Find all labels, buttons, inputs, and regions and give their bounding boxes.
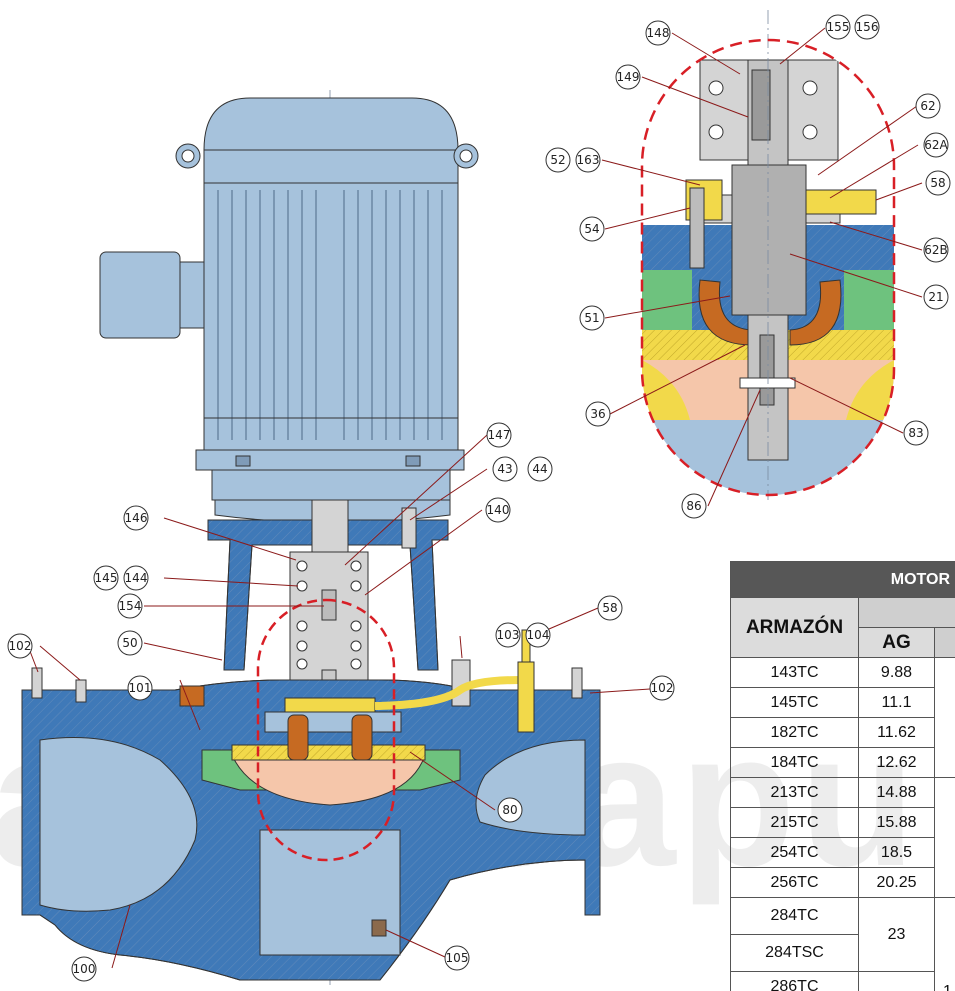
svg-text:104: 104	[527, 628, 550, 642]
svg-text:100: 100	[73, 962, 96, 976]
callout-102-right: 102	[649, 675, 675, 701]
svg-text:148: 148	[647, 26, 670, 40]
svg-text:36: 36	[590, 407, 605, 421]
callout-50: 50	[117, 630, 143, 656]
detail-boundary	[256, 598, 396, 862]
svg-text:80: 80	[502, 803, 517, 817]
callout-103: 103	[495, 622, 521, 648]
callout-144: 144	[123, 565, 149, 591]
table-row: 286TC	[730, 971, 955, 991]
callout-43: 43	[492, 456, 518, 482]
svg-text:155: 155	[827, 20, 850, 34]
svg-text:146: 146	[125, 511, 148, 525]
table-title: MOTOR	[730, 561, 955, 598]
svg-text:43: 43	[497, 462, 512, 476]
callout-147: 147	[486, 422, 512, 448]
detail-dashed-border	[640, 38, 896, 497]
svg-text:102: 102	[651, 681, 674, 695]
callout-145: 145	[93, 565, 119, 591]
svg-text:86: 86	[686, 499, 701, 513]
leader-lines	[27, 27, 923, 969]
svg-text:83: 83	[908, 426, 923, 440]
svg-text:51: 51	[584, 311, 599, 325]
svg-text:103: 103	[497, 628, 520, 642]
svg-text:105: 105	[446, 951, 469, 965]
svg-text:101: 101	[129, 681, 152, 695]
callout-149: 149	[615, 64, 641, 90]
callout-163: 163	[575, 147, 601, 173]
callout-154: 154	[117, 593, 143, 619]
svg-text:102: 102	[9, 639, 32, 653]
svg-text:154: 154	[119, 599, 142, 613]
svg-text:62A: 62A	[924, 138, 948, 152]
callout-54: 54	[579, 216, 605, 242]
callout-62: 62	[915, 93, 941, 119]
svg-text:54: 54	[584, 222, 599, 236]
col-ag-header: AG	[858, 627, 935, 658]
col-frame-header: ARMAZÓN	[730, 597, 859, 658]
callout-100: 100	[71, 956, 97, 982]
callout-105: 105	[444, 945, 470, 971]
callout-146: 146	[123, 505, 149, 531]
table-row: 284TC231	[730, 897, 955, 991]
svg-text:145: 145	[95, 571, 118, 585]
svg-text:147: 147	[488, 428, 511, 442]
svg-text:140: 140	[487, 503, 510, 517]
callout-83: 83	[903, 420, 929, 446]
callout-58-detail: 58	[925, 170, 951, 196]
svg-text:58: 58	[602, 601, 617, 615]
callout-148: 148	[645, 20, 671, 46]
callout-80: 80	[497, 797, 523, 823]
callout-104: 104	[525, 622, 551, 648]
callout-58-main: 58	[597, 595, 623, 621]
callout-102-left: 102	[7, 633, 33, 659]
callout-62b: 62B	[923, 237, 949, 263]
callout-62a: 62A	[923, 132, 949, 158]
callout-101: 101	[127, 675, 153, 701]
svg-text:52: 52	[550, 153, 565, 167]
svg-text:62B: 62B	[924, 243, 948, 257]
callout-21: 21	[923, 284, 949, 310]
callout-52: 52	[545, 147, 571, 173]
pump-casing	[21, 629, 601, 981]
callout-140: 140	[485, 497, 511, 523]
svg-text:44: 44	[532, 462, 547, 476]
svg-text:144: 144	[125, 571, 148, 585]
svg-text:163: 163	[577, 153, 600, 167]
svg-text:156: 156	[856, 20, 879, 34]
callout-51: 51	[579, 305, 605, 331]
svg-text:50: 50	[122, 636, 137, 650]
motor	[99, 97, 479, 523]
svg-text:62: 62	[920, 99, 935, 113]
callout-44: 44	[527, 456, 553, 482]
callout-86: 86	[681, 493, 707, 519]
table-row: 284TSC	[730, 934, 955, 972]
callout-155: 155	[825, 14, 851, 40]
callout-36: 36	[585, 401, 611, 427]
svg-text:21: 21	[928, 290, 943, 304]
svg-text:58: 58	[930, 176, 945, 190]
svg-text:149: 149	[617, 70, 640, 84]
callout-156: 156	[854, 14, 880, 40]
